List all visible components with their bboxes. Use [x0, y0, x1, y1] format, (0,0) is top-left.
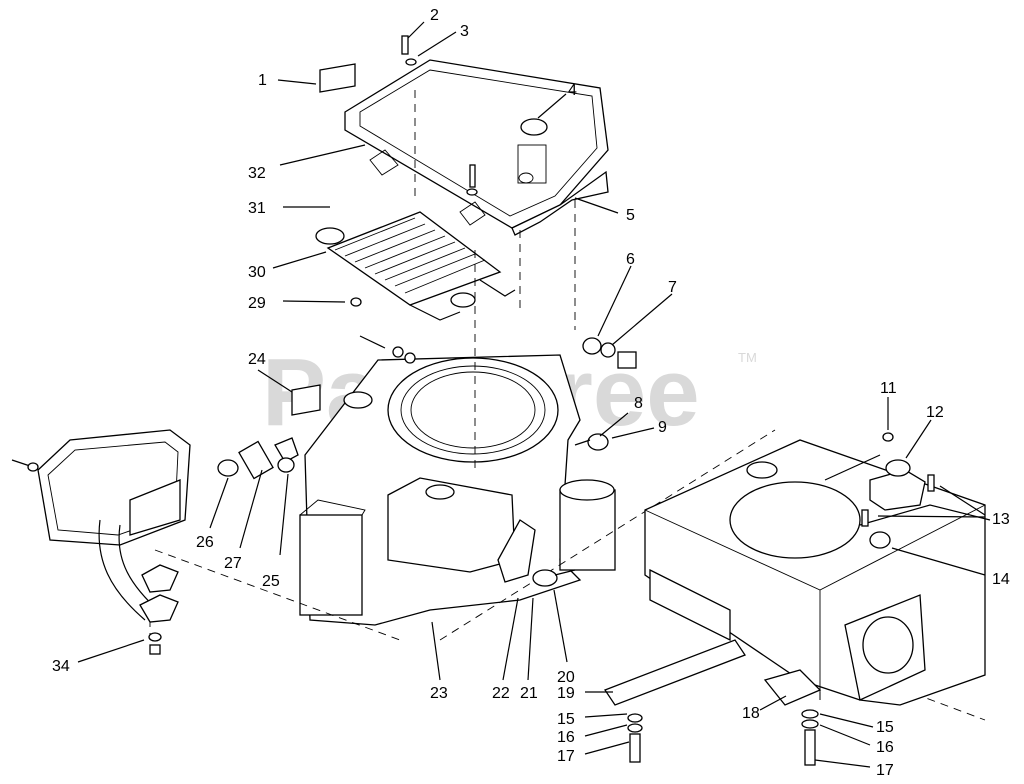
muffler — [11, 429, 191, 655]
callout-29: 29 — [248, 295, 266, 312]
callout-23: 23 — [430, 685, 448, 702]
callout-25: 25 — [262, 573, 280, 590]
leader-lines — [77, 21, 986, 768]
watermark-trademark: TM — [738, 350, 757, 365]
filter-fittings — [574, 337, 637, 451]
callout-6: 6 — [626, 251, 635, 268]
callout-34: 34 — [52, 658, 70, 675]
callout-32: 32 — [248, 165, 266, 182]
callout-26: 26 — [196, 534, 214, 551]
callout-19: 19 — [557, 685, 575, 702]
callout-22: 22 — [492, 685, 510, 702]
callout-12: 12 — [926, 404, 944, 421]
callout-27: 27 — [224, 555, 242, 572]
callout-16-right: 16 — [876, 739, 894, 756]
callout-21: 21 — [520, 685, 538, 702]
starter-bracket — [497, 519, 576, 587]
hardware — [291, 35, 935, 766]
callout-7: 7 — [668, 279, 677, 296]
callout-30: 30 — [248, 264, 266, 281]
callout-17-left: 17 — [557, 748, 575, 765]
callout-31: 31 — [248, 200, 266, 217]
callout-18: 18 — [742, 705, 760, 722]
callout-24: 24 — [248, 351, 266, 368]
callout-2: 2 — [430, 7, 439, 24]
solenoid — [824, 454, 991, 549]
callout-1: 1 — [258, 72, 267, 89]
callout-11: 11 — [880, 380, 897, 397]
callout-4: 4 — [568, 82, 577, 99]
callout-14: 14 — [992, 571, 1010, 588]
callout-8: 8 — [634, 395, 643, 412]
callout-16-left: 16 — [557, 729, 575, 746]
callout-3: 3 — [460, 23, 469, 40]
oil-cooler — [315, 211, 516, 321]
callout-labels: 1 2 3 4 5 6 7 8 9 11 12 13 14 15 15 16 1… — [52, 7, 1010, 779]
callout-15-left: 15 — [557, 711, 575, 728]
callout-13: 13 — [992, 511, 1010, 528]
callout-20: 20 — [557, 669, 575, 686]
callout-5: 5 — [626, 207, 635, 224]
engine-block — [299, 354, 616, 626]
oil-fittings — [217, 437, 299, 480]
blower-housing — [344, 59, 609, 236]
callout-9: 9 — [658, 419, 667, 436]
callout-17-right: 17 — [876, 762, 894, 779]
callout-15-right: 15 — [876, 719, 894, 736]
